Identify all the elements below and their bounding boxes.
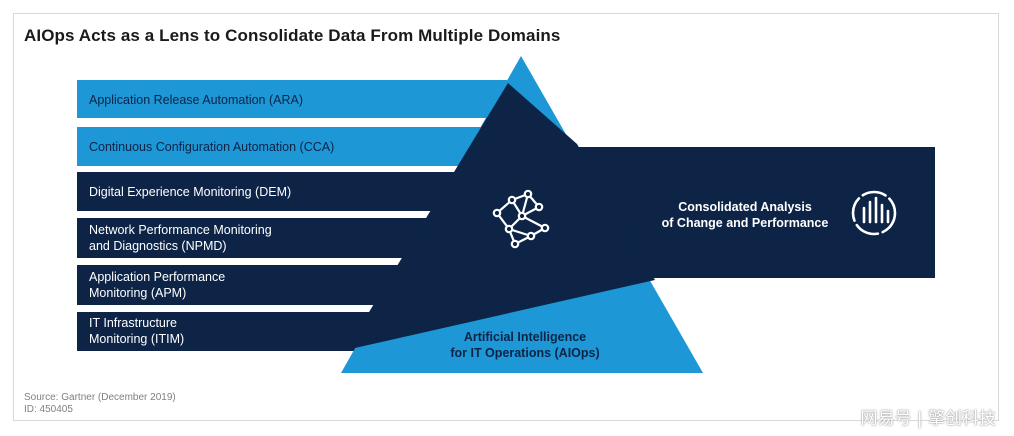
watermark: 网易号 | 擎创科技 [860,409,996,429]
neural-network-icon [492,189,550,249]
figure-title: AIOps Acts as a Lens to Consolidate Data… [24,26,561,45]
domain-label-apm: Application Performance Monitoring (APM) [89,270,226,300]
source-citation: Source: Gartner (December 2019) [24,392,176,403]
aiops-label: Artificial Intelligence for IT Operation… [450,330,600,360]
analytics-chart-icon [851,190,897,236]
domain-bar-ara [77,80,507,118]
domain-label-cca: Continuous Configuration Automation (CCA… [89,140,335,154]
domain-bars [77,80,507,351]
domain-label-ara: Application Release Automation (ARA) [89,93,304,107]
domain-label-itim: IT Infrastructure Monitoring (ITIM) [89,316,185,346]
domain-label-npmd: Network Performance Monitoring and Diagn… [89,223,272,253]
document-id: ID: 450405 [24,404,73,415]
domain-bar-cca [77,127,507,166]
domain-label-dem: Digital Experience Monitoring (DEM) [89,185,292,199]
output-label: Consolidated Analysis of Change and Perf… [661,200,829,230]
